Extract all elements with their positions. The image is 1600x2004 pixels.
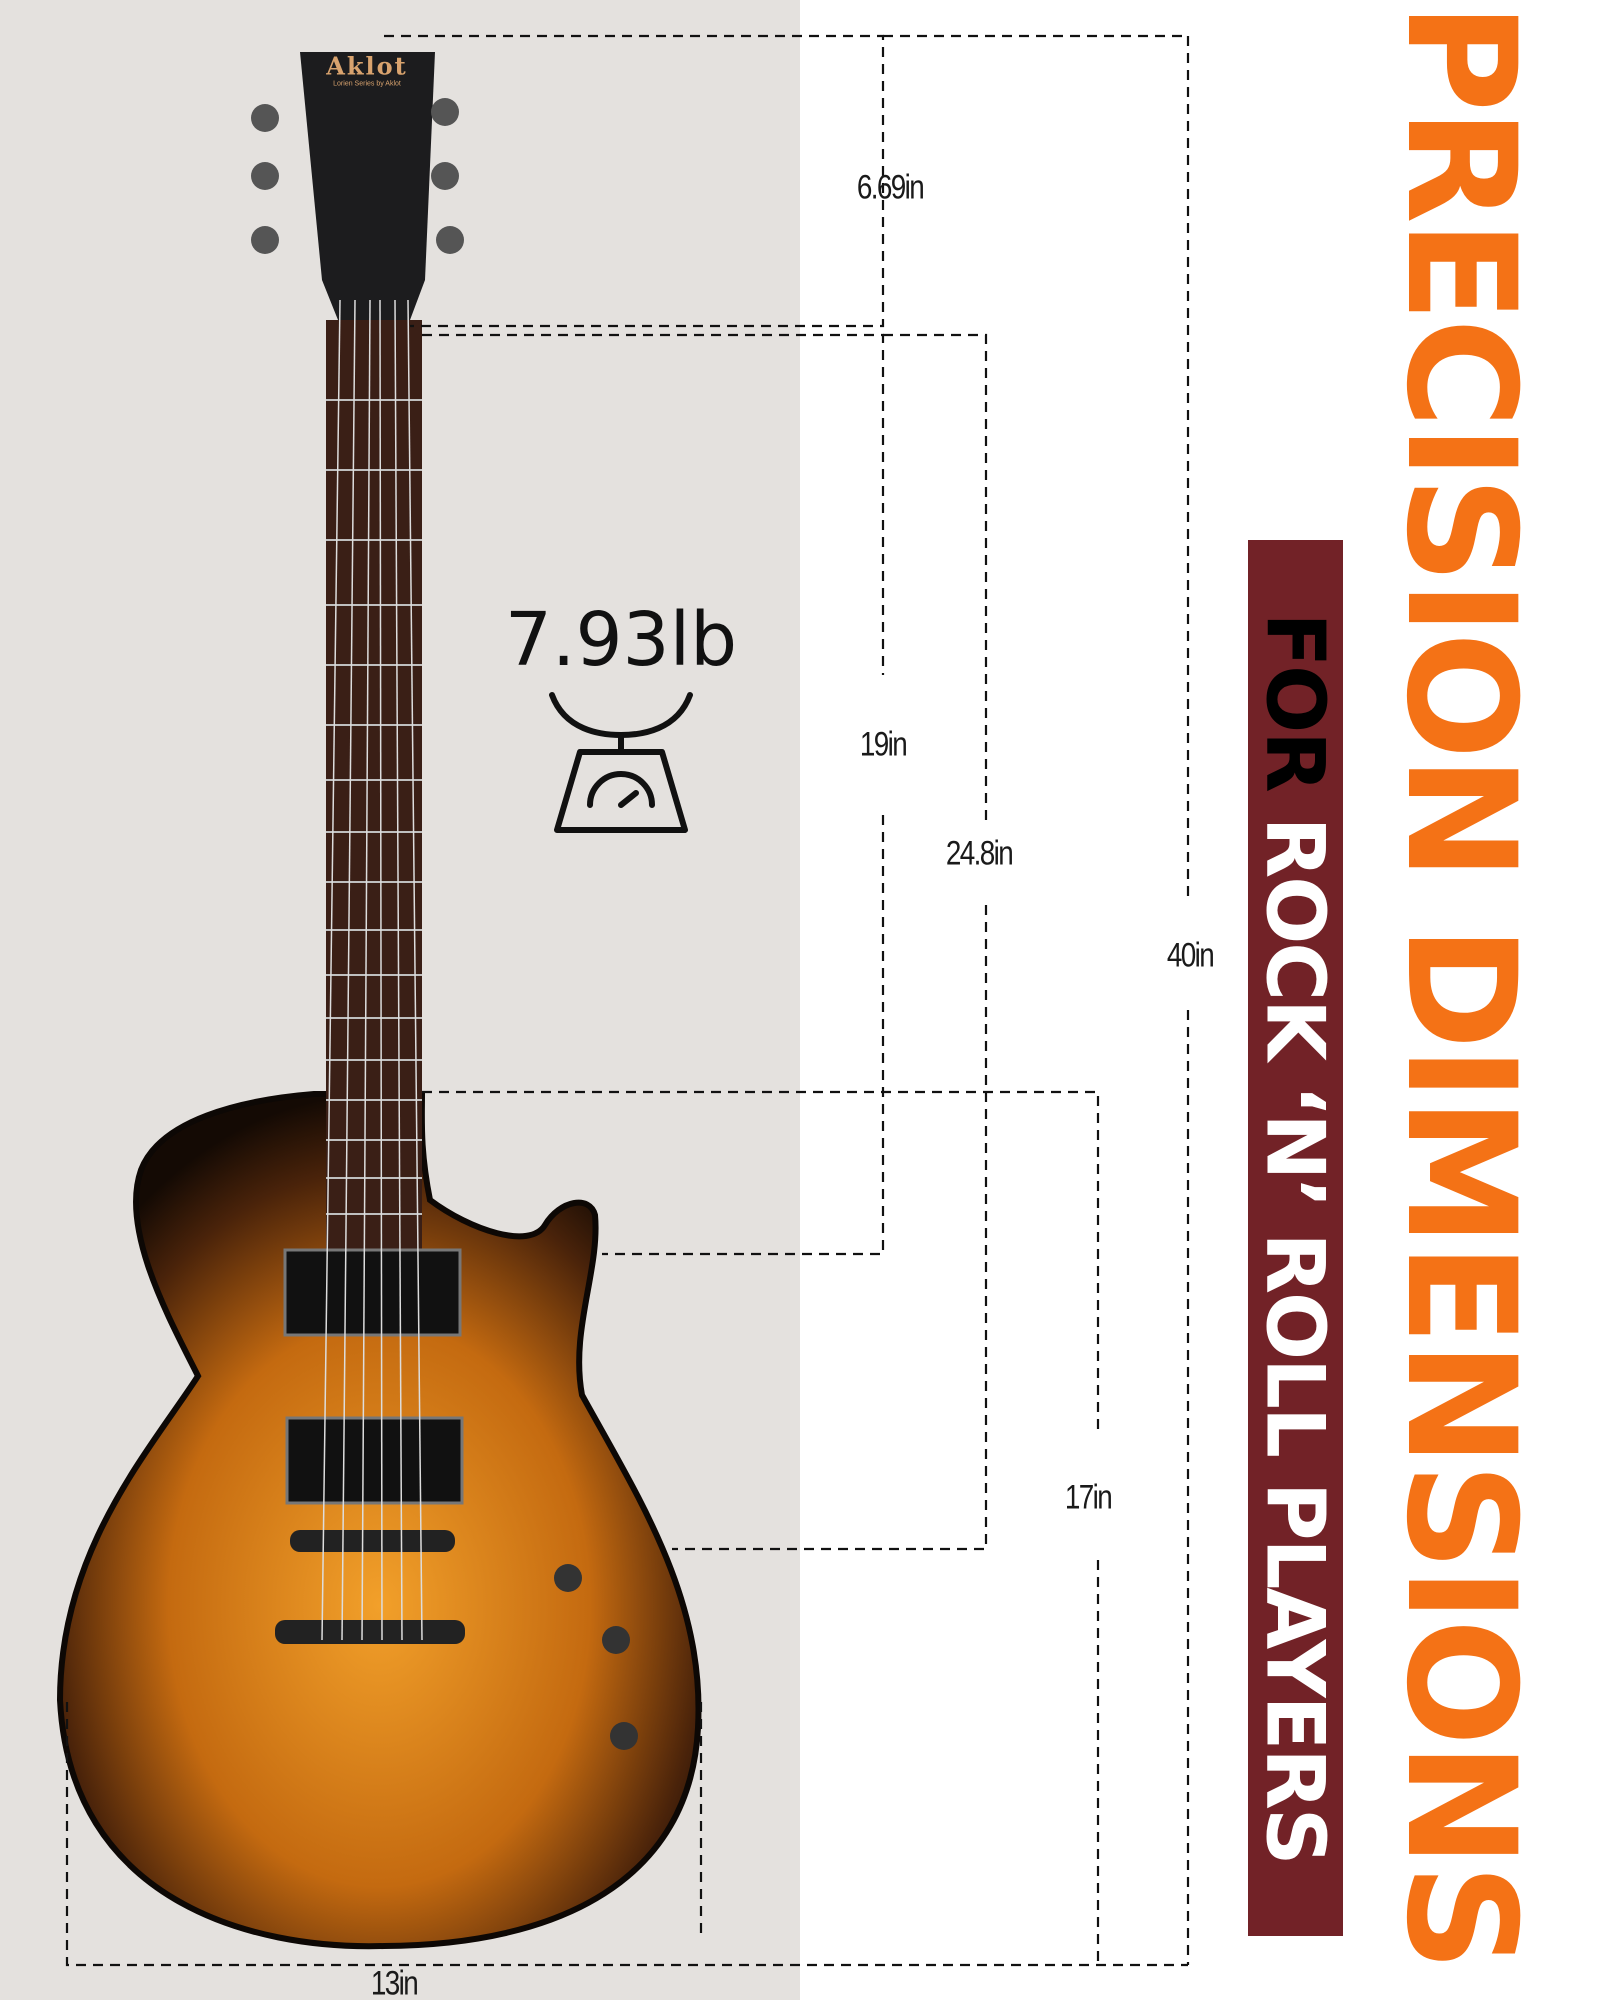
- scale-dimension-line-lower: [672, 905, 988, 1551]
- weighing-scale-icon: [549, 692, 693, 833]
- guitar-body: [56, 1091, 702, 1950]
- subheadline-lead: FOR: [1248, 612, 1342, 791]
- knob: [554, 1564, 582, 1592]
- dimension-lines: [65, 34, 1190, 1967]
- overall-length-label: 40in: [1166, 936, 1215, 975]
- knob: [610, 1722, 638, 1750]
- weight-label: 7.93lb: [504, 597, 738, 683]
- tuning-pegs: [251, 98, 464, 254]
- bottom-dimension-line: [65, 1702, 1188, 1967]
- subheadline-band: [1248, 540, 1343, 1936]
- bridge-pickup: [285, 1416, 464, 1505]
- headstock-length-label: 6.69in: [856, 168, 925, 207]
- subheadline: FOR ROCK ‘N’ ROLL PLAYERS: [1249, 613, 1342, 1864]
- neck-length-label: 19in: [859, 725, 908, 764]
- strings: [321, 299, 423, 1641]
- headstock-dimension-line: [384, 34, 885, 328]
- subheadline-rest: ROCK ‘N’ ROLL PLAYERS: [1248, 816, 1342, 1864]
- body-length-label: 17in: [1064, 1478, 1113, 1517]
- headline: PRECISION DIMENSIONS: [1373, 2, 1547, 1968]
- guitar-headstock: [300, 52, 435, 320]
- bridge: [290, 1530, 455, 1552]
- brand-logo: Aklot: [326, 51, 408, 81]
- neck-pickup: [283, 1248, 462, 1337]
- brand-series: Lorien Series by Aklot: [333, 80, 401, 88]
- knob: [602, 1626, 630, 1654]
- scale-length-label: 24.8in: [945, 834, 1014, 873]
- body-width-label: 13in: [370, 1964, 419, 2003]
- frets: [326, 399, 422, 1215]
- neck-dimension-line-lower: [602, 815, 885, 1256]
- guitar-neck: [326, 320, 422, 1250]
- scale-dimension-line: [883, 333, 988, 820]
- tailpiece: [275, 1620, 465, 1644]
- body-dimension-line: [422, 1090, 1100, 1430]
